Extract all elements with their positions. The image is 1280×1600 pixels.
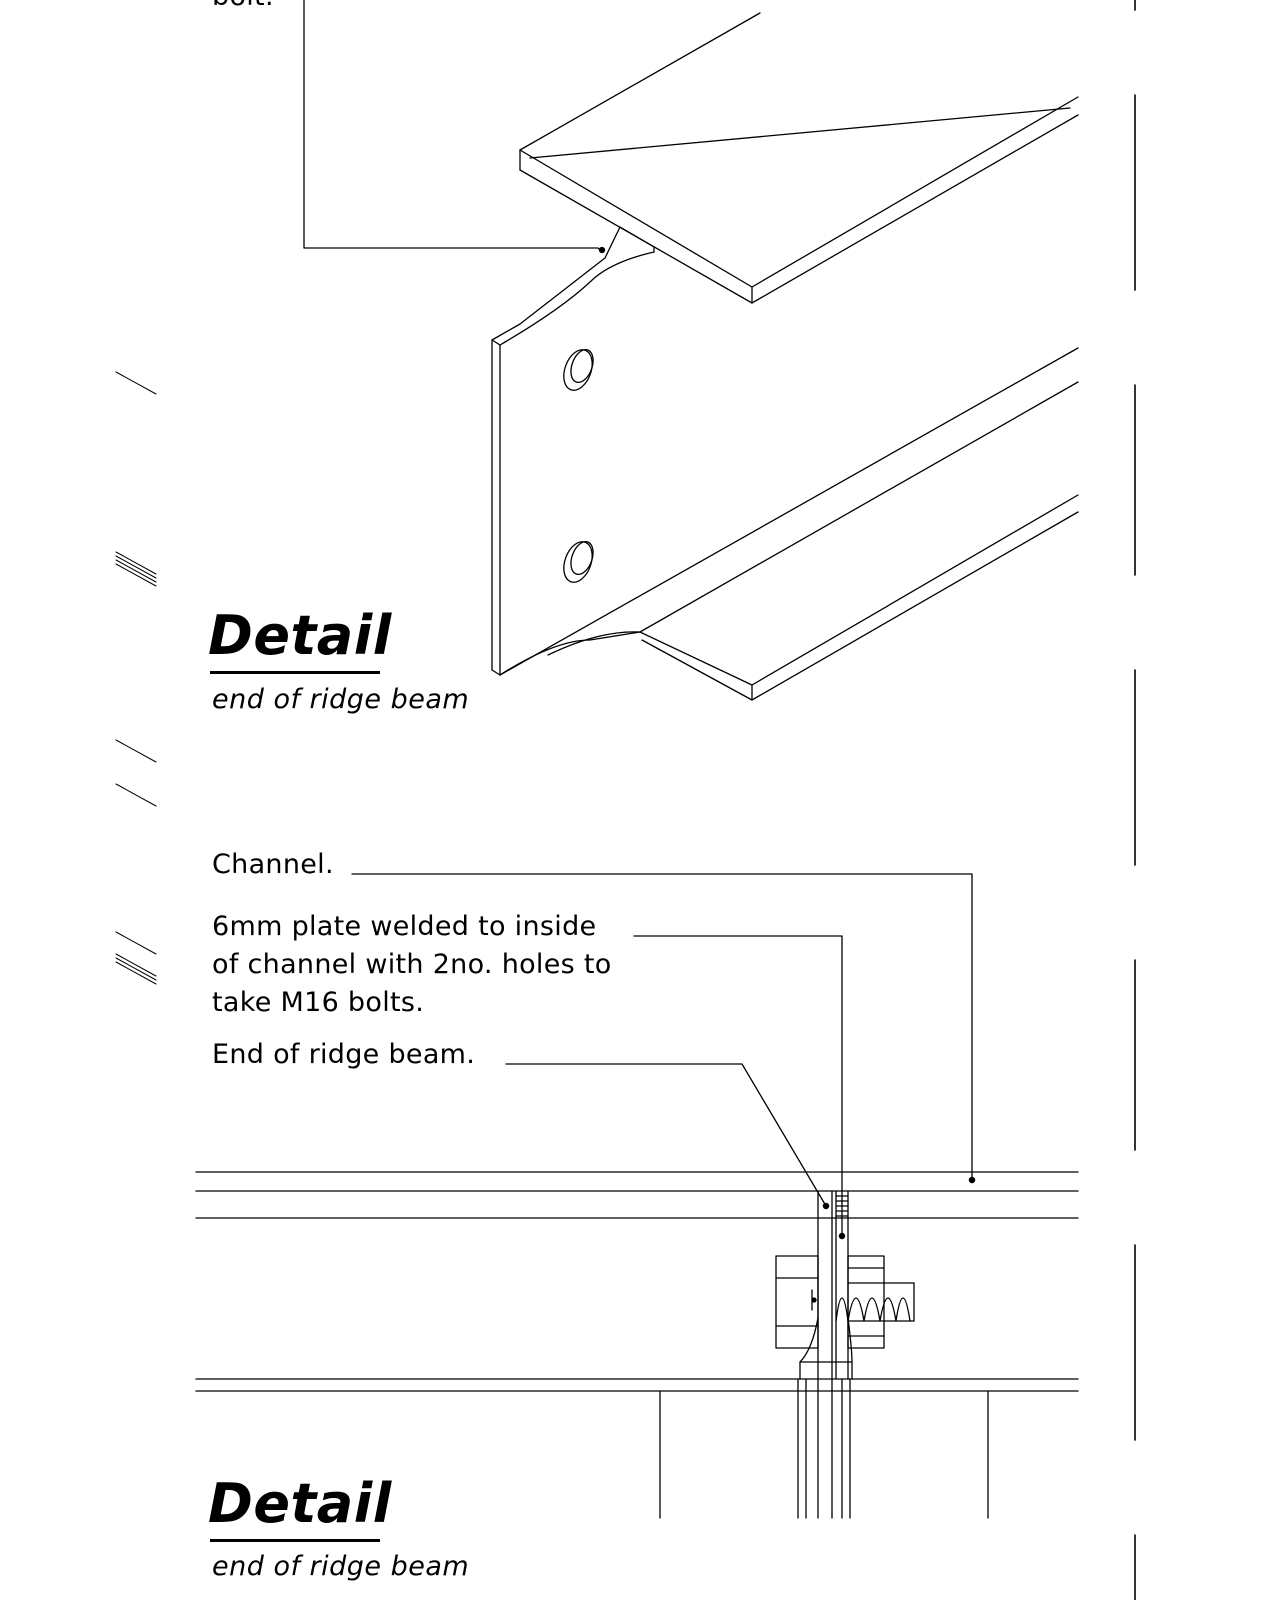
- detail-subtitle-bottom: end of ridge beam: [212, 1551, 470, 1582]
- channel-lines: [195, 1171, 1079, 1392]
- left-margin-ticks: [115, 371, 157, 985]
- end-plate: [491, 226, 655, 676]
- detail-title-bottom-underline: [210, 1539, 380, 1542]
- bottom-flange: [639, 494, 1079, 701]
- isometric-beam-end: [303, 0, 1079, 701]
- bolt-assembly: [775, 1255, 915, 1349]
- detail-subtitle-top: end of ridge beam: [212, 684, 470, 715]
- annotation-plate-line2: of channel with 2no. holes to: [212, 949, 612, 980]
- leader-lines: [351, 873, 976, 1240]
- top-partial-label: bolt.: [212, 0, 274, 16]
- annotation-plate-line3: take M16 bolts.: [212, 987, 425, 1018]
- web: [499, 246, 1079, 676]
- annotation-channel: Channel.: [212, 849, 334, 880]
- leader-line-top: [303, 0, 603, 253]
- leader-plate: [633, 935, 843, 1237]
- leader-ridge-end: [505, 1063, 827, 1207]
- detail-title-bottom: Detail: [208, 1472, 392, 1535]
- section-beam-end: [195, 873, 1079, 1519]
- support-lines: [659, 1378, 989, 1519]
- leader-channel: [351, 873, 973, 1179]
- ridge-plate: [799, 1190, 853, 1380]
- detail-title-top-underline: [210, 671, 380, 674]
- detail-title-top: Detail: [208, 604, 392, 667]
- annotation-plate-line1: 6mm plate welded to inside: [212, 911, 597, 942]
- annotation-ridge-end: End of ridge beam.: [212, 1039, 476, 1070]
